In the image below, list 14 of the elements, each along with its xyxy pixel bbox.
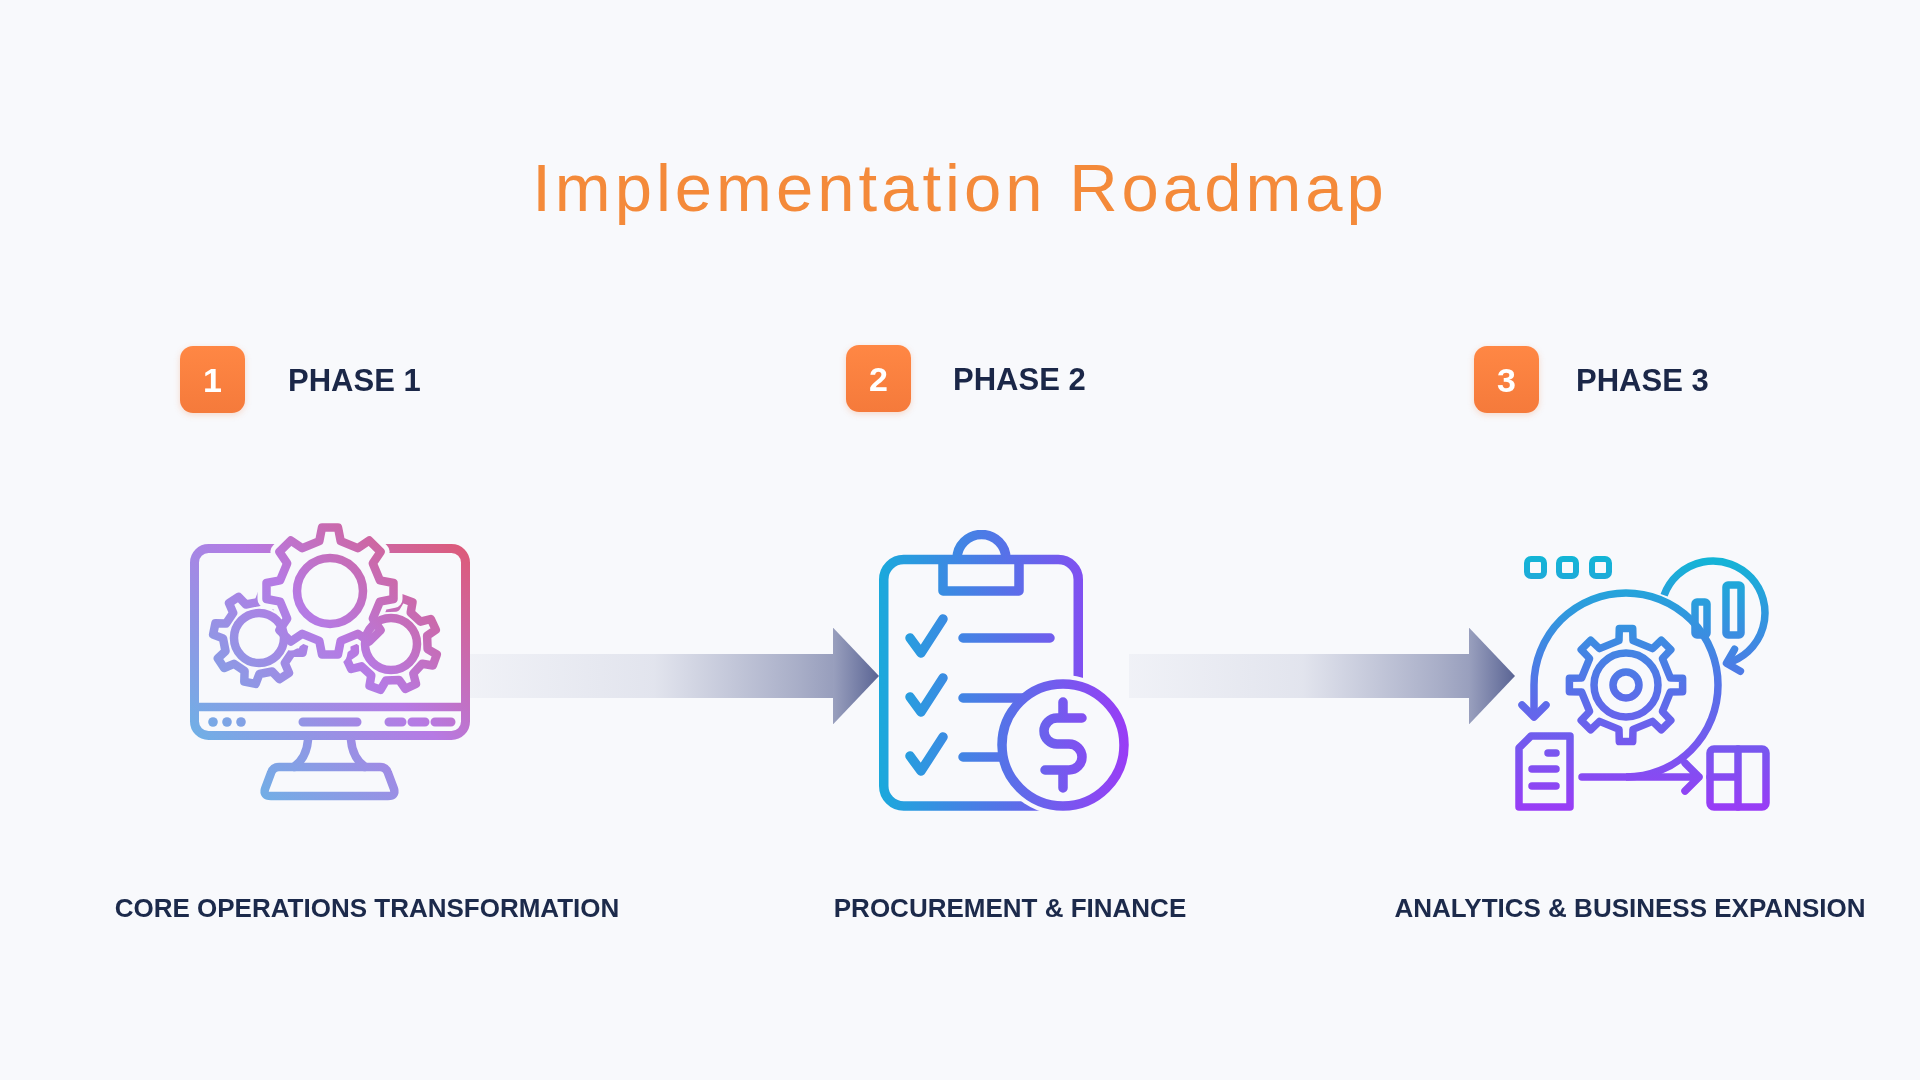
block-arrow — [1129, 627, 1515, 725]
phase-heading: PHASE 3 — [1576, 364, 1709, 395]
phase-caption: PROCUREMENT & FINANCE — [833, 895, 1187, 921]
phase-caption: ANALYTICS & BUSINESS EXPANSION — [1394, 895, 1866, 921]
block-arrow — [470, 627, 879, 725]
phase-heading: PHASE 2 — [953, 363, 1086, 394]
monitor-gears-icon — [190, 521, 470, 802]
phase-heading: PHASE 1 — [288, 364, 421, 395]
phase-caption: CORE OPERATIONS TRANSFORMATION — [114, 895, 620, 921]
gear-cycle-chart-icon — [1515, 555, 1770, 811]
clipboard-dollar-icon — [879, 530, 1129, 811]
step-number-badge: 1 — [180, 346, 245, 413]
step-number-badge: 3 — [1474, 346, 1539, 413]
step-number-badge: 2 — [846, 345, 911, 412]
